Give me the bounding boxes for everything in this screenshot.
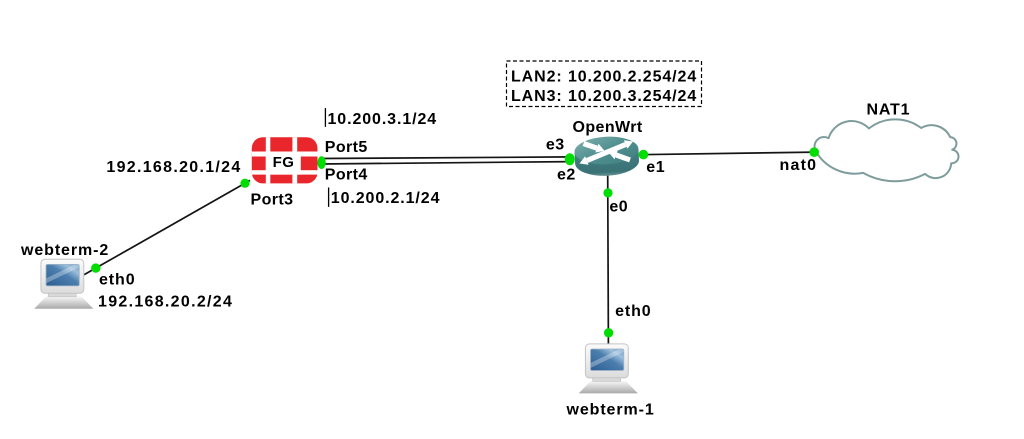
svg-text:e3: e3 [546, 137, 565, 154]
svg-text:e1: e1 [646, 159, 665, 176]
svg-text:nat0: nat0 [780, 157, 818, 174]
svg-text:LAN3: 10.200.3.254/24: LAN3: 10.200.3.254/24 [511, 88, 697, 105]
svg-text:OpenWrt: OpenWrt [573, 119, 643, 136]
svg-text:Port4: Port4 [325, 167, 368, 184]
svg-text:webterm-1: webterm-1 [566, 402, 655, 419]
svg-text:10.200.3.1/24: 10.200.3.1/24 [328, 111, 438, 128]
svg-text:webterm-2: webterm-2 [20, 242, 109, 259]
svg-text:Port3: Port3 [251, 192, 294, 209]
svg-text:e2: e2 [557, 166, 576, 183]
svg-text:e0: e0 [609, 199, 628, 216]
svg-text:NAT1: NAT1 [867, 102, 911, 119]
svg-text:LAN2: 10.200.2.254/24: LAN2: 10.200.2.254/24 [511, 69, 697, 86]
svg-text:192.168.20.2/24: 192.168.20.2/24 [98, 293, 233, 310]
svg-text:FG: FG [273, 154, 295, 171]
svg-text:192.168.20.1/24: 192.168.20.1/24 [106, 159, 241, 176]
svg-text:eth0: eth0 [99, 272, 136, 289]
svg-text:10.200.2.1/24: 10.200.2.1/24 [331, 190, 441, 207]
svg-text:Port5: Port5 [325, 139, 368, 156]
svg-text:eth0: eth0 [615, 303, 652, 320]
